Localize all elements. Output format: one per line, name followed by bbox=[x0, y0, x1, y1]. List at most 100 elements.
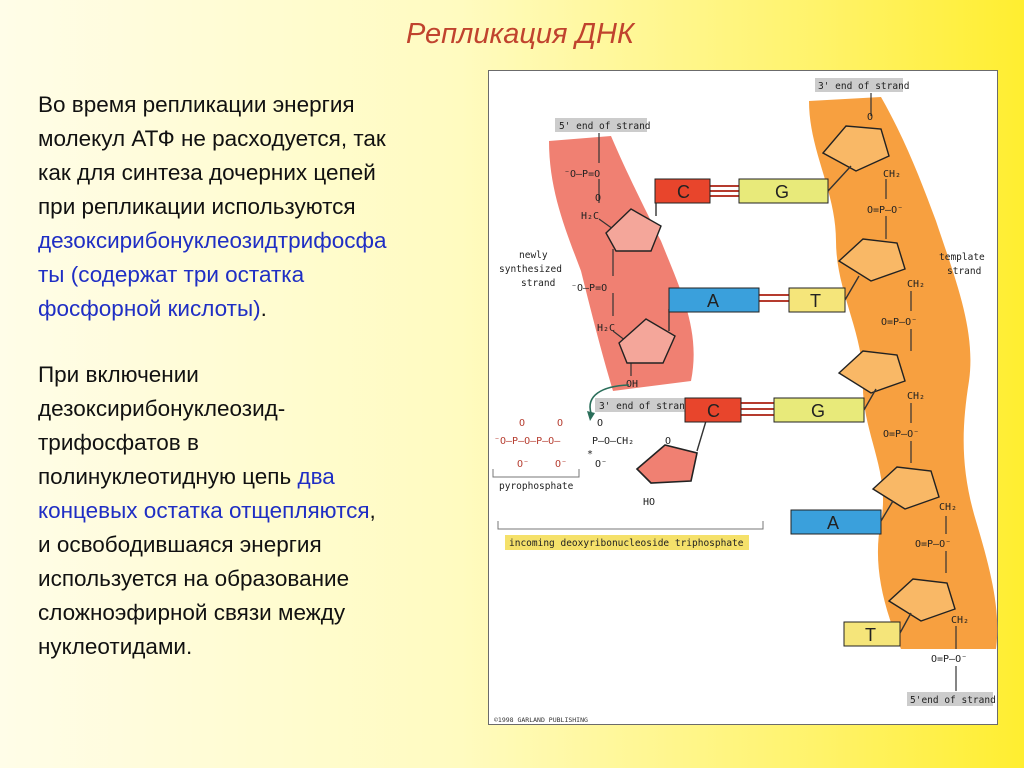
dna-replication-figure: 5' end of strand 3' end of strand newly … bbox=[488, 70, 998, 725]
dna-diagram: 5' end of strand 3' end of strand newly … bbox=[492, 78, 998, 724]
sugar-ring bbox=[837, 238, 906, 282]
chem-label: O bbox=[519, 418, 525, 429]
chem-label: H₂C bbox=[597, 323, 615, 334]
chem-label: O=P–O⁻ bbox=[931, 654, 967, 665]
base-label: G bbox=[811, 401, 825, 421]
label-5-end-top: 5' end of strand bbox=[559, 121, 651, 132]
p2-line: и освободившаяся энергия bbox=[38, 532, 322, 557]
chem-label: O=P–O⁻ bbox=[883, 429, 919, 440]
base-A bbox=[668, 287, 760, 313]
label-newly: strand bbox=[521, 278, 555, 289]
p1-line: молекул АТФ не расходуется, так bbox=[38, 126, 386, 151]
base-label: A bbox=[707, 291, 719, 311]
base-label: T bbox=[810, 291, 821, 311]
chem-label: O bbox=[665, 436, 671, 447]
p1-line: как для синтеза дочерних цепей bbox=[38, 160, 376, 185]
chem-label: HO bbox=[643, 497, 655, 508]
sugar-ring bbox=[635, 444, 698, 484]
p2-line: , bbox=[369, 498, 376, 523]
chem-label: O bbox=[867, 112, 873, 123]
sugar-ring bbox=[605, 208, 662, 252]
chem-label: * bbox=[587, 449, 593, 460]
chem-label: O bbox=[557, 418, 563, 429]
chem-label: ⁻O–P–O–P–O– bbox=[494, 436, 561, 447]
label-3-end-top: 3' end of strand bbox=[818, 81, 910, 92]
base-label: C bbox=[677, 182, 690, 202]
p2-line: нуклеотидами. bbox=[38, 634, 193, 659]
chem-label: ⁻O–P=O bbox=[564, 169, 600, 180]
chem-label: CH₂ bbox=[939, 502, 957, 513]
p1-line: фосфорной кислоты) bbox=[38, 296, 261, 321]
base-T bbox=[843, 621, 901, 647]
sugar-ring bbox=[618, 318, 676, 364]
chem-label: CH₂ bbox=[907, 391, 925, 402]
copyright: ©1998 GARLAND PUBLISHING bbox=[494, 716, 588, 724]
p1-line: ты (содержат три остатка bbox=[38, 262, 305, 287]
label-pyrophosphate: pyrophosphate bbox=[499, 481, 574, 492]
label-newly: newly bbox=[519, 250, 548, 261]
attack-arrow bbox=[589, 384, 630, 414]
chem-label: O⁻ bbox=[555, 459, 567, 470]
base-label: A bbox=[827, 513, 839, 533]
incoming-bracket bbox=[497, 521, 764, 530]
p1-line: при репликации используются bbox=[38, 194, 356, 219]
paragraph-triphosphate-incorporation: При включении дезоксирибонуклеозид- триф… bbox=[38, 358, 488, 664]
base-label: C bbox=[707, 401, 720, 421]
base-C bbox=[654, 178, 711, 204]
sugar-ring bbox=[821, 125, 890, 172]
arrow-head bbox=[587, 411, 595, 421]
p2-line: При включении bbox=[38, 362, 199, 387]
label-box bbox=[595, 398, 687, 412]
paragraph-atp-energy: Во время репликации энергия молекул АТФ … bbox=[38, 88, 488, 326]
template-strand-backbone bbox=[870, 93, 957, 691]
label-template: template bbox=[939, 252, 985, 263]
chem-label: H₂C bbox=[581, 211, 599, 222]
base-pair-3: C G bbox=[684, 388, 877, 423]
slide-title: Репликация ДНК bbox=[405, 18, 635, 50]
p1-line: дезоксирибонуклеозидтрифосфа bbox=[38, 228, 387, 253]
chem-label: O=P–O⁻ bbox=[881, 317, 917, 328]
base-C bbox=[684, 397, 742, 423]
p2-line: полинуклеотидную цепь bbox=[38, 464, 298, 489]
p2-highlight: два bbox=[297, 464, 335, 489]
base-label: G bbox=[775, 182, 789, 202]
p2-line: дезоксирибонуклеозид- bbox=[38, 396, 286, 421]
label-3-end-mid: 3' end of strand bbox=[599, 401, 691, 412]
sugar-ring bbox=[837, 350, 906, 394]
p2-line: используется на образование bbox=[38, 566, 350, 591]
chem-label: CH₂ bbox=[883, 169, 901, 180]
base-pair-2: A T bbox=[668, 275, 860, 313]
base-G bbox=[738, 178, 829, 204]
p1-line-end: . bbox=[260, 296, 267, 321]
label-newly: synthesized bbox=[499, 264, 562, 275]
sugar-ring bbox=[871, 466, 940, 510]
chem-label: O bbox=[595, 193, 601, 204]
chem-label: P–O–CH₂ bbox=[592, 436, 634, 447]
p2-line: сложноэфирной связи между bbox=[38, 600, 346, 625]
base-pair-1: C G bbox=[654, 165, 852, 204]
label-box bbox=[815, 78, 903, 92]
base-A bbox=[790, 509, 882, 535]
chem-label: O=P–O⁻ bbox=[867, 205, 903, 216]
label-template: strand bbox=[947, 266, 981, 277]
base-T bbox=[788, 287, 846, 313]
p2-highlight: концевых остатка отщепляются bbox=[38, 498, 370, 523]
pyrophosphate-bracket bbox=[492, 469, 580, 478]
label-incoming: incoming deoxyribonucleoside triphosphat… bbox=[509, 538, 744, 549]
label-5-end-bottom: 5'end of strand bbox=[910, 695, 996, 706]
sugar-ring bbox=[887, 578, 956, 622]
base-label: T bbox=[865, 625, 876, 645]
chem-label: OH bbox=[626, 379, 638, 390]
chem-label: CH₂ bbox=[951, 615, 969, 626]
chem-label: ⁻O–P=O bbox=[571, 283, 607, 294]
p2-line: трифосфатов в bbox=[38, 430, 199, 455]
chem-label: O=P–O⁻ bbox=[915, 539, 951, 550]
label-box bbox=[505, 535, 749, 550]
p1-line: Во время репликации энергия bbox=[38, 92, 355, 117]
chem-label: CH₂ bbox=[907, 279, 925, 290]
chem-label: O bbox=[597, 418, 603, 429]
chem-label: O⁻ bbox=[517, 459, 529, 470]
label-box bbox=[555, 118, 647, 132]
label-box bbox=[907, 692, 993, 706]
chem-label: O⁻ bbox=[595, 459, 607, 470]
